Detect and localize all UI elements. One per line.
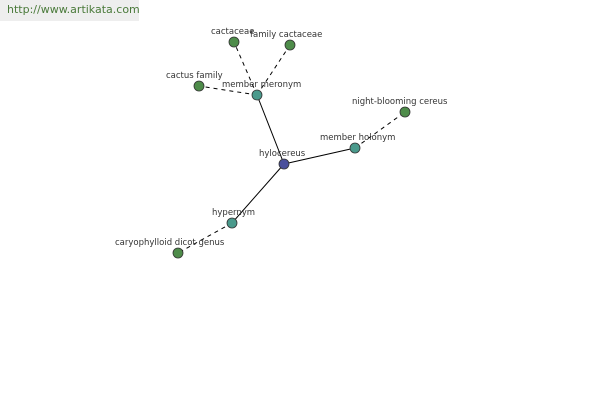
node-night-blooming-cereus[interactable] xyxy=(399,106,411,118)
labels-layer: hylocereus member meronym member holonym hy… xyxy=(115,27,448,248)
node-family-cactaceae[interactable] xyxy=(284,39,296,51)
nodes-layer xyxy=(172,36,411,259)
edge-member-meronym-to-family-cactaceae xyxy=(256,44,291,96)
node-label-hypernym: hypernym xyxy=(212,208,255,218)
edge-member-holonym-to-night-blooming-cereus xyxy=(354,111,406,149)
node-label-cactaceae: cactaceae xyxy=(211,27,254,37)
edge-hypernym-to-caryophylloid-dicot-genus xyxy=(177,222,233,254)
node-hypernym[interactable] xyxy=(226,217,238,229)
edge-hylocereus-to-hypernym xyxy=(231,163,285,224)
node-label-caryophylloid-dicot-genus: caryophylloid dicot genus xyxy=(115,238,225,248)
edge-hylocereus-to-member-holonym xyxy=(283,147,356,165)
node-label-hylocereus: hylocereus xyxy=(259,149,306,159)
node-label-cactus-family: cactus family xyxy=(166,71,223,81)
node-label-member-meronym: member meronym xyxy=(222,80,301,90)
edge-hylocereus-to-member-meronym xyxy=(256,94,285,165)
node-cactus-family[interactable] xyxy=(193,80,205,92)
edge-member-meronym-to-cactaceae xyxy=(233,41,258,96)
node-label-family-cactaceae: family cactaceae xyxy=(250,30,322,40)
edge-member-meronym-to-cactus-family xyxy=(198,85,258,96)
node-cactaceae[interactable] xyxy=(228,36,240,48)
node-label-member-holonym: member holonym xyxy=(320,133,395,143)
node-label-night-blooming-cereus: night-blooming cereus xyxy=(352,97,448,107)
source-link[interactable]: http://www.artikata.com xyxy=(0,0,140,21)
node-member-meronym[interactable] xyxy=(251,89,263,101)
node-hylocereus[interactable] xyxy=(278,158,290,170)
node-caryophylloid-dicot-genus[interactable] xyxy=(172,247,184,259)
node-member-holonym[interactable] xyxy=(349,142,361,154)
edges-layer xyxy=(177,41,406,254)
